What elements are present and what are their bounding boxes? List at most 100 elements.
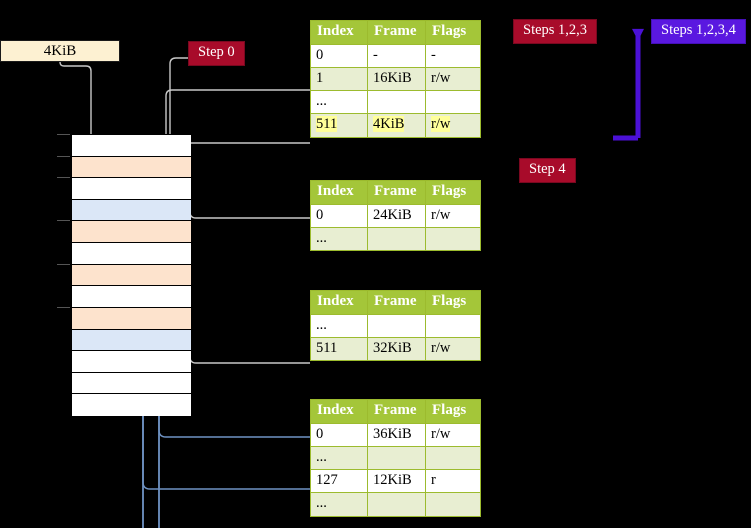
- cell-flags: r: [425, 469, 481, 494]
- wire-down-right-a: [169, 57, 190, 150]
- cell-frame: 16KiB: [367, 66, 426, 92]
- physical-memory-column: [71, 134, 191, 416]
- table-row: ...: [310, 492, 481, 517]
- table-row: ...: [310, 226, 481, 252]
- cell-text: r: [431, 472, 436, 489]
- table-row: 0 24KiB r/w: [310, 203, 481, 228]
- cell-text: 0: [316, 206, 324, 223]
- cell-index: ...: [310, 313, 368, 338]
- cell-text: r/w: [431, 339, 451, 356]
- frame-tick-mark: [57, 134, 70, 135]
- cell-text: 1: [316, 69, 324, 86]
- cell-flags: r/w: [425, 66, 481, 92]
- cell-text: 32KiB: [373, 339, 412, 356]
- table-row: ...: [310, 90, 481, 115]
- cell-text: 0: [316, 46, 324, 63]
- column-header-flags: Flags: [425, 399, 481, 424]
- column-header-index: Index: [310, 180, 368, 205]
- cell-text: -: [373, 46, 378, 63]
- cell-text: r/w: [431, 425, 451, 442]
- table-row: ...: [310, 445, 481, 471]
- table-row: 0 36KiB r/w: [310, 422, 481, 447]
- cell-index: 127: [310, 469, 368, 494]
- memory-frame-row: [72, 351, 191, 373]
- cell-frame: 36KiB: [367, 422, 426, 447]
- table-row: 1 16KiB r/w: [310, 66, 481, 92]
- memory-frame-row: [72, 394, 191, 416]
- column-header-index: Index: [310, 399, 368, 424]
- memory-frame-row: [72, 264, 191, 287]
- badge-steps-1234-label: Steps 1,2,3,4: [661, 22, 736, 38]
- cell-text: ...: [316, 448, 327, 465]
- frame-tick-mark: [57, 155, 70, 157]
- cell-frame: 12KiB: [367, 469, 426, 494]
- cell-text: -: [431, 46, 436, 63]
- wire-pte-24kib-to-frame: [173, 199, 310, 236]
- cell-frame: 32KiB: [367, 336, 426, 362]
- frame-tick-mark: [57, 263, 70, 265]
- badge-steps-123: Steps 1,2,3: [513, 19, 598, 44]
- cell-frame: 24KiB: [367, 203, 426, 228]
- column-header-flags: Flags: [425, 290, 481, 315]
- cell-frame: [367, 492, 426, 517]
- cell-flags: r/w: [425, 203, 481, 228]
- table-row: 127 12KiB r: [310, 469, 481, 494]
- cell-index: 0: [310, 43, 368, 68]
- memory-frame-row: [72, 286, 191, 308]
- cell-text: 24KiB: [373, 206, 412, 223]
- memory-frame-row: [72, 221, 191, 244]
- cell-text: 127: [316, 472, 338, 489]
- cell-frame: [367, 313, 426, 338]
- table-row: 0 - -: [310, 43, 481, 68]
- badge-steps-123-label: Steps 1,2,3: [523, 22, 588, 38]
- cell-text: 511: [316, 116, 338, 133]
- memory-frame-row: [72, 329, 191, 352]
- cell-frame: [367, 445, 426, 471]
- cell-index: ...: [310, 90, 368, 115]
- cell-index: ...: [310, 226, 368, 252]
- memory-frame-row: [72, 307, 191, 330]
- badge-step-4: Step 4: [519, 158, 576, 183]
- column-header-frame: Frame: [367, 180, 426, 205]
- cell-text: 16KiB: [373, 69, 412, 86]
- cell-flags: r/w: [425, 336, 481, 362]
- frame-tick-mark: [57, 220, 70, 222]
- cell-index: 1: [310, 66, 368, 92]
- frame-tick-mark: [57, 306, 70, 308]
- column-header-flags: Flags: [425, 20, 481, 45]
- column-header-flags: Flags: [425, 180, 481, 205]
- wire-pte-36kib-to-frame: [158, 415, 310, 438]
- memory-frame-row: [72, 199, 191, 222]
- cell-text: 511: [316, 339, 338, 356]
- column-header-frame: Frame: [367, 399, 426, 424]
- column-header-index: Index: [310, 290, 368, 315]
- cell-flags: [425, 492, 481, 517]
- cell-index: ...: [310, 445, 368, 471]
- table-row: ...: [310, 313, 481, 338]
- column-header-frame: Frame: [367, 290, 426, 315]
- cell-text: ...: [316, 229, 327, 246]
- cell-text: r/w: [431, 116, 451, 133]
- memory-frame-row: [72, 135, 191, 157]
- memory-frame-row: [72, 372, 191, 395]
- badge-step-0-label: Step 0: [198, 44, 235, 60]
- badge-steps-1234: Steps 1,2,3,4: [651, 19, 746, 44]
- cell-text: ...: [316, 495, 327, 512]
- memory-frame-row: [72, 243, 191, 265]
- table-row: 511 32KiB r/w: [310, 336, 481, 362]
- cell-index: 511: [310, 113, 368, 138]
- cell-text: 36KiB: [373, 425, 412, 442]
- cell-text: ...: [316, 93, 327, 110]
- cell-index: 0: [310, 422, 368, 447]
- cell-text: r/w: [431, 69, 451, 86]
- cell-text: r/w: [431, 206, 451, 223]
- table-row: 511 4KiB r/w: [310, 113, 481, 138]
- cell-text: 4KiB: [373, 116, 405, 133]
- wire-pte-32kib-to-frame: [175, 314, 310, 364]
- memory-frame-row: [72, 156, 191, 179]
- memory-frame-row: [72, 178, 191, 200]
